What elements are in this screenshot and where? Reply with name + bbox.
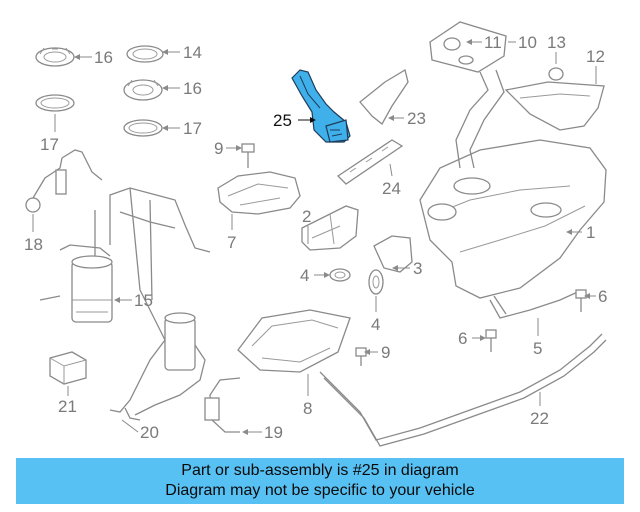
callout-2: 2 [302,207,311,226]
part-9-bolt-upper [241,143,255,168]
exploded-parts-diagram: 16 14 16 17 17 18 15 21 20 19 9 7 8 9 4 … [24,21,607,447]
callout-6-right: 6 [598,287,607,306]
part-5-tank-strap [489,289,583,319]
callout-22: 22 [530,409,549,428]
callout-3: 3 [413,259,422,278]
callout-24: 24 [382,179,401,198]
part-16-lock-ring [123,79,163,101]
callout-21: 21 [58,397,77,416]
part-17-seal-right [123,119,163,137]
part-11-seal [458,55,474,65]
part-17-seal-left [35,94,75,112]
part-12-vapor-canister [504,81,605,131]
banner-line-part: Part or sub-assembly is #25 in diagram [181,462,459,479]
part-1-fuel-tank [419,139,607,299]
callout-13: 13 [547,33,566,52]
callout-18: 18 [24,235,43,254]
part-14-ring [126,45,164,63]
part-8-skid-plate [237,309,351,373]
callout-4-lower: 4 [371,315,380,334]
callout-20: 20 [140,423,159,442]
callout-10: 10 [518,33,537,52]
part-21-connector [49,351,87,385]
callout-9-upper: 9 [214,139,223,158]
callout-leaders [32,39,597,435]
callout-16-top: 16 [94,48,113,67]
callout-labels: 16 14 16 17 17 18 15 21 20 19 9 7 8 9 4 … [24,33,607,442]
part-22-fuel-line [319,333,607,447]
callout-8: 8 [303,399,312,418]
callout-4-upper: 4 [300,266,309,285]
part-20-fuel-lines [109,312,206,421]
callout-17-right: 17 [183,119,202,138]
callout-23: 23 [407,109,426,128]
part-3-bracket [373,235,413,273]
part-16-lock-ring-top [35,47,75,67]
part-19-wiring-harness [204,377,241,433]
callout-1: 1 [586,223,595,242]
callout-16: 16 [183,79,202,98]
part-10-filler-neck [429,21,507,169]
part-9-bolt-lower [355,347,367,366]
part-23-bracket [359,68,409,125]
info-banner: Part or sub-assembly is #25 in diagram D… [16,458,624,504]
callout-19: 19 [264,423,283,442]
part-2-bracket [301,205,359,251]
part-15-fuel-pump-module [39,187,211,351]
part-6-bolt-mid [485,329,497,352]
callout-11: 11 [484,33,502,52]
part-25-highlighted-shield[interactable] [291,69,351,143]
callout-25-highlighted[interactable]: 25 [273,111,292,130]
callout-7: 7 [227,233,236,252]
callout-12: 12 [586,47,605,66]
callout-15: 15 [134,291,153,310]
callout-9-lower: 9 [381,343,390,362]
callout-5: 5 [533,339,542,358]
part-4-grommet-lower [368,269,384,295]
part-4-grommet-upper [329,268,351,282]
part-24-tank-strap [336,139,404,185]
callout-17-left: 17 [40,135,59,154]
part-7-heat-shield [217,171,301,215]
part-18-level-sensor [25,149,103,213]
part-13-cap [548,67,564,81]
part-6-bolt-right [575,289,587,312]
callout-14: 14 [183,43,202,62]
banner-line-disclaimer: Diagram may not be specific to your vehi… [165,482,475,499]
callout-6-mid: 6 [458,329,467,348]
